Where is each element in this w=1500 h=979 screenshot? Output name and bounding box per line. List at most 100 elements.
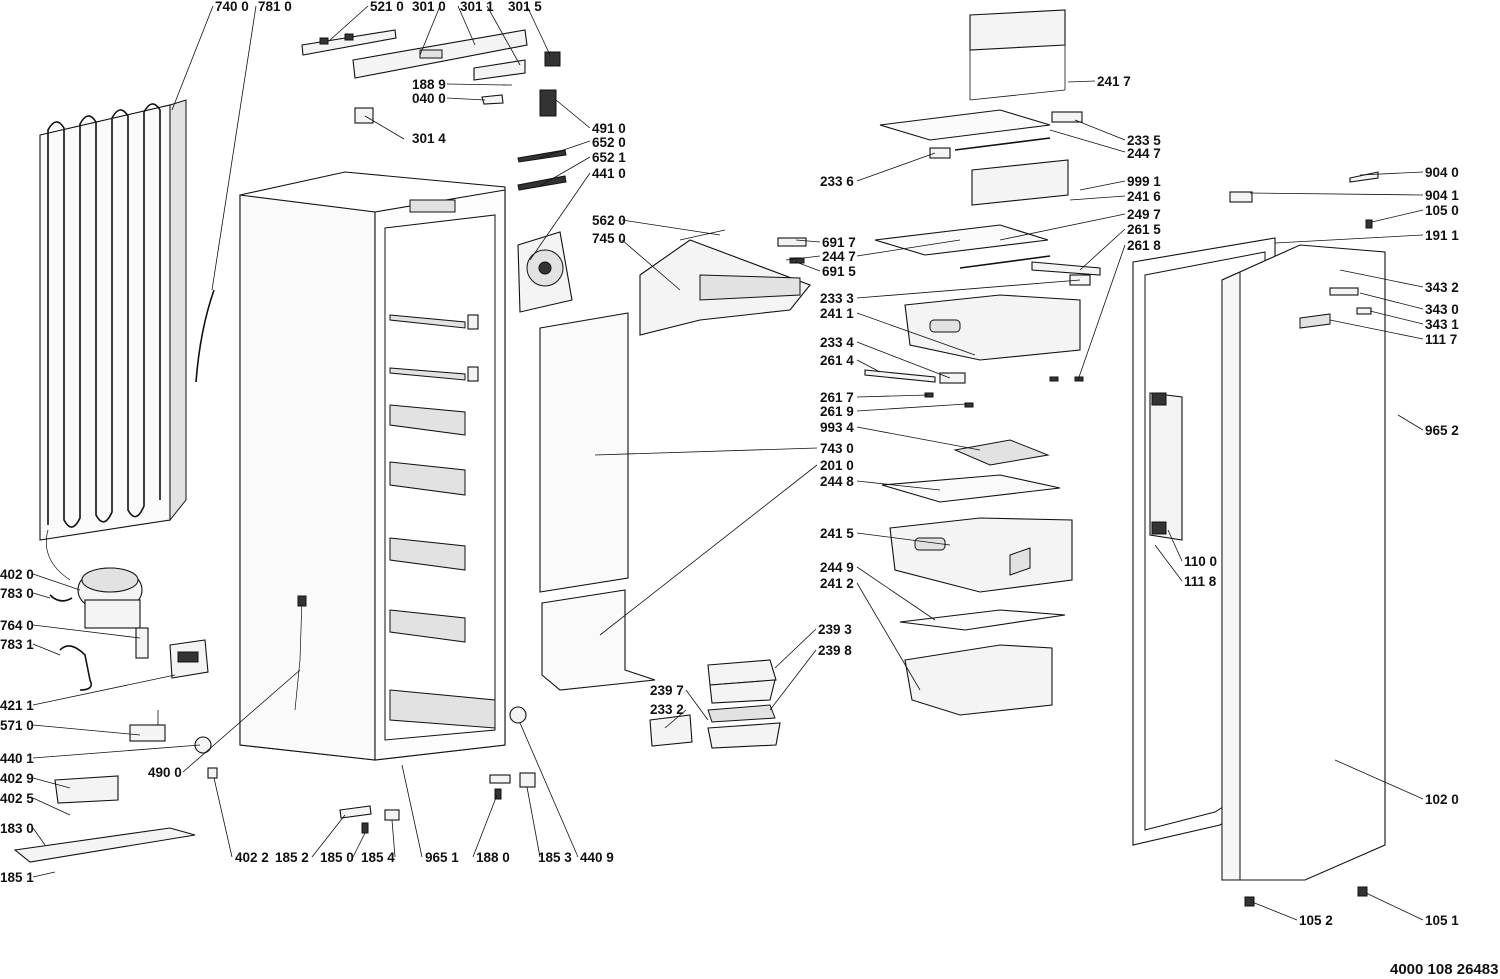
label-105-1: 105 1: [1425, 913, 1459, 928]
label-745-0: 745 0: [592, 231, 626, 246]
label-740-0: 740 0: [215, 0, 249, 14]
label-343-2: 343 2: [1425, 280, 1459, 295]
label-652-1: 652 1: [592, 150, 626, 165]
label-343-0: 343 0: [1425, 302, 1459, 317]
control-panel-frame: [352, 29, 528, 79]
label-402-9: 402 9: [0, 771, 34, 786]
foot-small-parts: [207, 706, 536, 834]
evaporator-duct: [639, 229, 811, 336]
label-999-1: 999 1: [1127, 174, 1161, 189]
label-244-7-b: 244 7: [1127, 146, 1161, 161]
label-965-1: 965 1: [425, 850, 459, 865]
relay-assembly: [129, 710, 166, 742]
compressor-base-plate: [13, 827, 196, 863]
drawer-rails: [864, 261, 1101, 408]
label-440-9: 440 9: [580, 850, 614, 865]
label-441-0: 441 0: [592, 166, 626, 181]
label-185-1: 185 1: [0, 870, 34, 885]
filter-drier: [135, 627, 149, 659]
label-183-0: 183 0: [0, 821, 34, 836]
label-571-0: 571 0: [0, 718, 34, 733]
label-244-9: 244 9: [820, 560, 854, 575]
condenser-coil: [39, 99, 187, 581]
label-110-0: 110 0: [1184, 554, 1217, 569]
label-783-1: 783 1: [0, 637, 34, 652]
label-185-2: 185 2: [275, 850, 309, 865]
label-185-4: 185 4: [361, 850, 395, 865]
label-261-5: 261 5: [1127, 222, 1161, 237]
label-301-0: 301 0: [412, 0, 446, 14]
label-233-4: 233 4: [820, 335, 854, 350]
condenser-tube: [195, 289, 215, 383]
hinge-bracket-top: [481, 94, 504, 105]
label-188-9: 188 9: [412, 77, 446, 92]
label-111-8: 111 8: [1184, 574, 1217, 589]
ice-maker: [707, 659, 777, 704]
label-440-1: 440 1: [0, 751, 34, 766]
crisper-drawer-middle: [889, 517, 1073, 593]
label-421-1: 421 1: [0, 698, 34, 713]
light-cover: [354, 107, 374, 124]
display-cover: [473, 59, 526, 81]
shelf-trim-1: [954, 137, 1051, 151]
power-cord: [294, 595, 307, 711]
rear-cover-panel: [539, 312, 656, 691]
label-233-6: 233 6: [820, 174, 854, 189]
label-652-0: 652 0: [592, 135, 626, 150]
door-hinge-parts: [1229, 171, 1379, 907]
shelf-trim-2: [959, 255, 1051, 269]
electronic-module: [169, 639, 209, 679]
label-201-0: 201 0: [820, 458, 854, 473]
fan-assembly: [517, 231, 573, 313]
label-691-5: 691 5: [822, 264, 856, 279]
door-panel: [1221, 244, 1386, 881]
label-261-8: 261 8: [1127, 238, 1161, 253]
label-343-1: 343 1: [1425, 317, 1459, 332]
suction-tube: [49, 594, 73, 602]
label-301-5: 301 5: [508, 0, 542, 14]
glass-shelf-4: [899, 609, 1066, 631]
damper-box: [539, 89, 557, 117]
label-402-2: 402 2: [235, 850, 269, 865]
label-402-0: 402 0: [0, 567, 34, 582]
label-491-0: 491 0: [592, 121, 626, 136]
door-handle: [1149, 392, 1183, 541]
glass-shelf-1: [879, 109, 1051, 141]
label-301-4: 301 4: [412, 131, 446, 146]
cabinet-shelf-rails: [389, 314, 496, 729]
label-244-7-a: 244 7: [822, 249, 856, 264]
label-490-0: 490 0: [148, 765, 182, 780]
drawing-number: 4000 108 26483: [1390, 961, 1498, 978]
label-691-7: 691 7: [822, 235, 856, 250]
label-239-7: 239 7: [650, 683, 684, 698]
discharge-tube: [59, 645, 93, 691]
label-261-9: 261 9: [820, 404, 854, 419]
label-241-6: 241 6: [1127, 189, 1161, 204]
label-111-7: 111 7: [1425, 332, 1457, 347]
label-241-5: 241 5: [820, 526, 854, 541]
label-241-2: 241 2: [820, 576, 854, 591]
label-764-0: 764 0: [0, 618, 34, 633]
label-301-1: 301 1: [460, 0, 494, 14]
label-188-0: 188 0: [476, 850, 510, 865]
label-244-8: 244 8: [820, 474, 854, 489]
leader-lines: [32, 5, 1424, 921]
freshness-filter: [953, 439, 1050, 466]
label-781-0: 781 0: [258, 0, 292, 14]
glass-shelf-3: [881, 474, 1061, 503]
label-562-0: 562 0: [592, 213, 626, 228]
label-783-0: 783 0: [0, 586, 34, 601]
middle-door-rack: [971, 159, 1069, 206]
label-105-2: 105 2: [1299, 913, 1333, 928]
led-strip: [517, 149, 567, 191]
label-261-7: 261 7: [820, 390, 854, 405]
label-965-2: 965 2: [1425, 423, 1459, 438]
glass-shelf-2: [874, 224, 1049, 256]
label-105-0: 105 0: [1425, 203, 1459, 218]
label-233-3: 233 3: [820, 291, 854, 306]
label-743-0: 743 0: [820, 441, 854, 456]
ice-trays: [707, 704, 781, 749]
control-knob: [544, 51, 561, 67]
